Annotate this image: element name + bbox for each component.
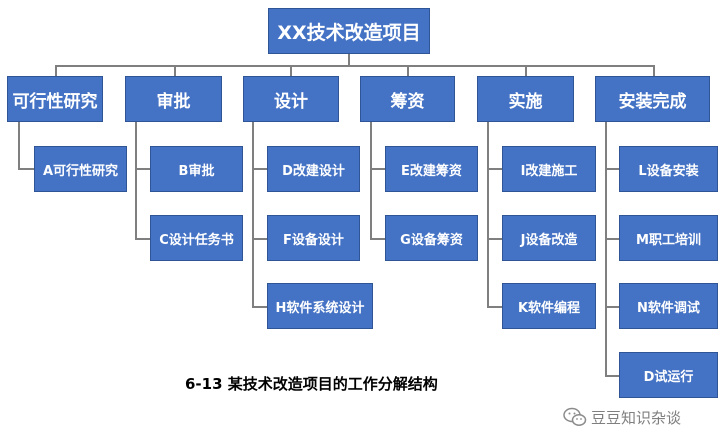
connector xyxy=(605,168,619,170)
connector xyxy=(135,238,150,240)
connector xyxy=(55,65,57,76)
task-node: D试运行 xyxy=(619,352,718,398)
task-node: N软件调试 xyxy=(619,283,718,329)
connector xyxy=(290,65,292,76)
connector xyxy=(174,65,176,76)
phase-node: 筹资 xyxy=(360,76,455,122)
task-node: B审批 xyxy=(150,146,243,192)
connector xyxy=(525,65,527,76)
task-node: L设备安装 xyxy=(619,146,718,192)
connector xyxy=(18,122,20,170)
phase-node: 实施 xyxy=(477,76,574,122)
connector xyxy=(407,65,409,76)
task-node: M职工培训 xyxy=(619,215,718,261)
phase-node: 可行性研究 xyxy=(7,76,103,122)
connector xyxy=(55,65,655,67)
figure-caption: 6-13 某技术改造项目的工作分解结构 xyxy=(185,375,438,393)
connector xyxy=(252,306,267,308)
connector xyxy=(605,122,607,377)
connector xyxy=(487,238,502,240)
connector xyxy=(252,168,267,170)
connector xyxy=(252,122,254,308)
watermark-text: 豆豆知识杂谈 xyxy=(591,408,682,427)
connector xyxy=(18,168,34,170)
watermark: 豆豆知识杂谈 xyxy=(563,405,681,429)
task-node: I改建施工 xyxy=(502,146,596,192)
task-node: E改建筹资 xyxy=(385,146,478,192)
connector xyxy=(605,306,619,308)
phase-node: 设计 xyxy=(243,76,339,122)
task-node: G设备筹资 xyxy=(385,215,478,261)
connector xyxy=(252,238,267,240)
task-node: K软件编程 xyxy=(502,283,596,329)
connector xyxy=(348,54,350,66)
task-node: C设计任务书 xyxy=(150,215,243,261)
connector xyxy=(370,122,372,240)
phase-node: 审批 xyxy=(125,76,222,122)
connector xyxy=(487,122,489,308)
task-node: D改建设计 xyxy=(267,146,360,192)
connector xyxy=(605,238,619,240)
connector xyxy=(135,168,150,170)
connector xyxy=(653,65,655,76)
connector xyxy=(370,168,385,170)
task-node: A可行性研究 xyxy=(34,146,127,192)
connector xyxy=(135,122,137,240)
connector xyxy=(487,306,502,308)
root-node: XX技术改造项目 xyxy=(268,8,430,54)
connector xyxy=(370,238,385,240)
task-node: F设备设计 xyxy=(267,215,360,261)
phase-node: 安装完成 xyxy=(595,76,710,122)
task-node: H软件系统设计 xyxy=(267,283,373,329)
connector xyxy=(487,168,502,170)
connector xyxy=(605,375,619,377)
wechat-icon xyxy=(563,407,587,426)
task-node: J设备改造 xyxy=(502,215,596,261)
